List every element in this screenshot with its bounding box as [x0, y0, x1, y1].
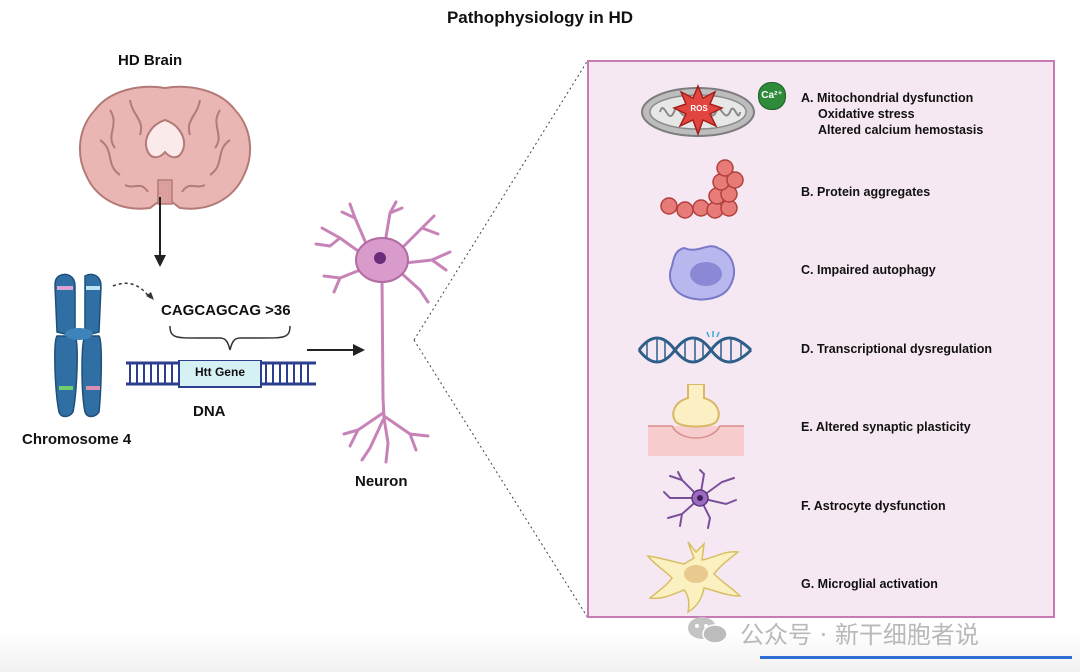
item-a-line-3: Altered calcium hemostasis: [818, 123, 984, 137]
mitochondria-icon: [641, 84, 755, 137]
item-f-text: F. Astrocyte dysfunction: [801, 499, 946, 513]
bottom-accent-line: [760, 656, 1072, 659]
dna-label: DNA: [193, 403, 226, 420]
htt-gene-label: Htt Gene: [194, 365, 245, 379]
synapse-icon: [648, 384, 744, 456]
item-b-text: B. Protein aggregates: [801, 185, 931, 199]
zoom-connector-lines: [413, 59, 589, 619]
dna-ladder: [126, 360, 316, 388]
item-g-text: G. Microglial activation: [801, 577, 938, 591]
arrow-brain-to-chromosome: [154, 197, 166, 267]
item-e-text: E. Altered synaptic plasticity: [801, 420, 971, 434]
chromosome-label: Chromosome 4: [22, 431, 132, 448]
watermark-text: 公众号 · 新干细胞者说: [740, 621, 979, 649]
chromosome-4-illustration: [54, 273, 103, 418]
item-a-line-2: Oxidative stress: [818, 107, 915, 121]
item-a-line-1: A. Mitochondrial dysfunction: [801, 91, 974, 105]
item-c-text: C. Impaired autophagy: [801, 263, 936, 277]
calcium-icon: Ca²⁺: [758, 82, 786, 110]
item-d-text: D. Transcriptional dysregulation: [801, 342, 993, 356]
arrow-dna-to-neuron: [307, 344, 365, 356]
autophagy-cell-icon: [669, 245, 735, 301]
repeat-label: CAGCAGCAG >36: [161, 302, 291, 319]
neuron-illustration: [314, 200, 452, 464]
bottom-fade: [0, 630, 1080, 672]
ros-label: ROS: [690, 104, 708, 113]
astrocyte-icon: [663, 469, 737, 529]
neuron-label: Neuron: [355, 473, 408, 490]
protein-aggregates-icon: [660, 159, 744, 219]
diagram-title: Pathophysiology in HD: [446, 8, 634, 27]
dna-helix-icon: [637, 331, 753, 364]
dashed-arrow: [112, 282, 154, 300]
brain-illustration: [79, 85, 251, 210]
hd-brain-label: HD Brain: [118, 52, 183, 69]
brace: [169, 325, 291, 351]
wechat-icon: [688, 617, 728, 644]
microglia-icon: [646, 541, 742, 614]
